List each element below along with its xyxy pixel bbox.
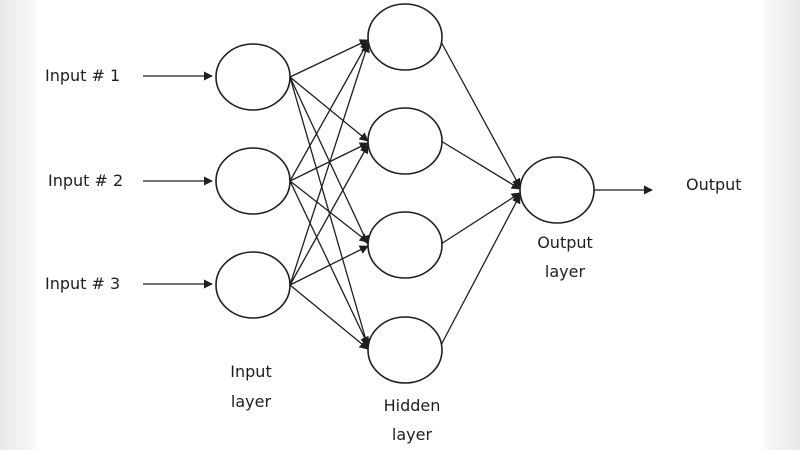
hidden-layer-label-line2: layer <box>392 425 433 444</box>
edge-i1-h3 <box>289 76 369 245</box>
input-layer-nodes <box>215 43 291 319</box>
output-label: Output <box>686 175 742 194</box>
input-label-2: Input # 2 <box>48 171 123 190</box>
output-layer-label-line1: Output <box>537 233 593 252</box>
edge-i2-h1 <box>289 41 369 182</box>
output-node <box>519 156 595 224</box>
input-layer-label-line1: Input <box>230 362 271 381</box>
edge-i3-h1 <box>289 43 370 286</box>
hidden-output-connections <box>439 39 521 348</box>
edge-i1-h1 <box>289 39 369 78</box>
input-node-2 <box>215 147 291 215</box>
input-label-3: Input # 3 <box>45 274 120 293</box>
input-layer-label-line2: layer <box>231 392 272 411</box>
hidden-node-2 <box>367 107 443 175</box>
edge-h2-o <box>440 140 521 190</box>
input-node-3 <box>215 251 291 319</box>
edge-h1-o <box>439 39 521 188</box>
hidden-node-4 <box>367 316 443 384</box>
edge-i2-h2 <box>289 142 369 182</box>
edge-i3-h2 <box>289 144 369 286</box>
input-label-1: Input # 1 <box>45 66 120 85</box>
edge-i3-h3 <box>289 245 369 286</box>
input-node-1 <box>215 43 291 111</box>
edge-i1-h2 <box>289 76 369 142</box>
input-arrows <box>143 71 213 289</box>
edge-i2-h3 <box>289 180 369 243</box>
output-layer-label-line2: layer <box>545 262 586 281</box>
hidden-layer-label-line1: Hidden <box>384 396 441 415</box>
output-layer-nodes <box>519 156 595 224</box>
edge-h4-o <box>439 194 521 348</box>
edge-i3-h4 <box>289 284 369 350</box>
edge-i2-h4 <box>289 180 369 346</box>
hidden-layer-nodes <box>367 3 443 384</box>
hidden-node-3 <box>367 211 443 279</box>
hidden-node-1 <box>367 3 443 71</box>
edge-h3-o <box>440 192 521 245</box>
input-hidden-connections <box>289 39 371 350</box>
